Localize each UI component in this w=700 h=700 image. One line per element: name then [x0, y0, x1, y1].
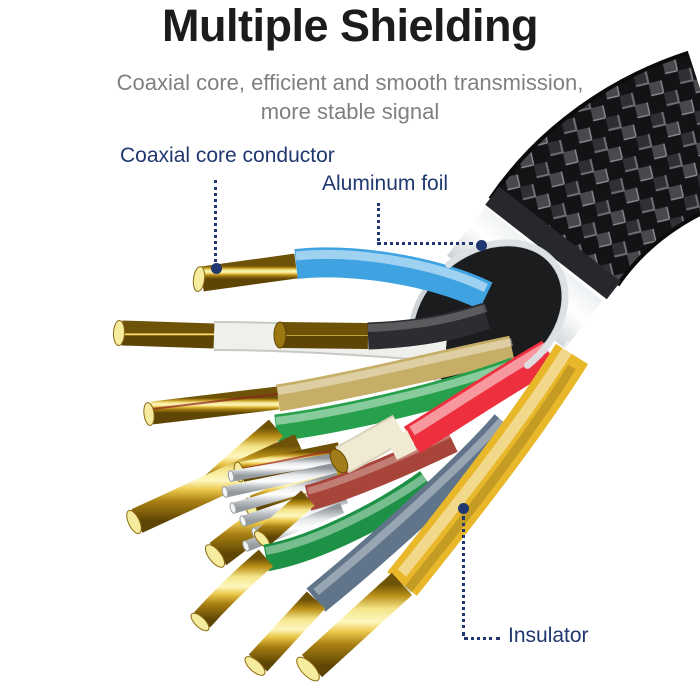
conductor-tip	[296, 656, 320, 682]
subtitle-line-2: more stable signal	[260, 99, 440, 125]
page-title: Multiple Shielding	[162, 0, 538, 51]
conductor-end	[329, 448, 349, 474]
gold-conductor	[200, 253, 298, 292]
aluminum-leader-line-vertical	[377, 203, 380, 241]
gold-conductor	[280, 322, 369, 349]
conductor-tip	[112, 320, 126, 346]
subtitle-line-1: Coaxial core, efficient and smooth trans…	[116, 70, 584, 95]
coaxial-leader-dot	[211, 263, 222, 274]
conductor-tip	[143, 402, 155, 426]
coaxial-core-conductor-label: Coaxial core conductor	[120, 144, 335, 167]
wire-khaki	[143, 335, 515, 426]
gold-conductor	[257, 490, 315, 545]
wire-blue	[192, 247, 493, 310]
insulator-leader-line-horizontal	[464, 637, 500, 640]
coaxial-leader-line	[214, 180, 217, 262]
conductor-tip	[190, 612, 210, 632]
wire-black	[273, 303, 491, 350]
page-subtitle: Coaxial core, efficient and smooth trans…	[0, 68, 700, 126]
gold-conductor	[248, 591, 326, 672]
conductor-tip	[192, 266, 206, 292]
wire-green-lower	[190, 471, 437, 632]
wire-cream	[329, 414, 408, 474]
braided-sheath	[488, 50, 700, 288]
gold-conductor	[193, 549, 274, 628]
aluminum-leader-dot	[476, 240, 487, 251]
conductor-tip	[244, 656, 266, 676]
insulator-leader-line-vertical	[462, 516, 465, 636]
insulator-label: Insulator	[508, 624, 589, 647]
gold-conductor	[150, 386, 280, 425]
inner-jacket-ring	[485, 186, 621, 300]
gold-conductor	[121, 320, 215, 349]
gold-conductor	[301, 572, 413, 678]
wire-yellow	[296, 340, 589, 682]
aluminum-foil-label: Aluminum foil	[322, 172, 449, 195]
insulator-leader-dot	[458, 503, 469, 514]
conductor-end	[273, 321, 287, 349]
aluminum-leader-line-horizontal	[377, 242, 473, 245]
